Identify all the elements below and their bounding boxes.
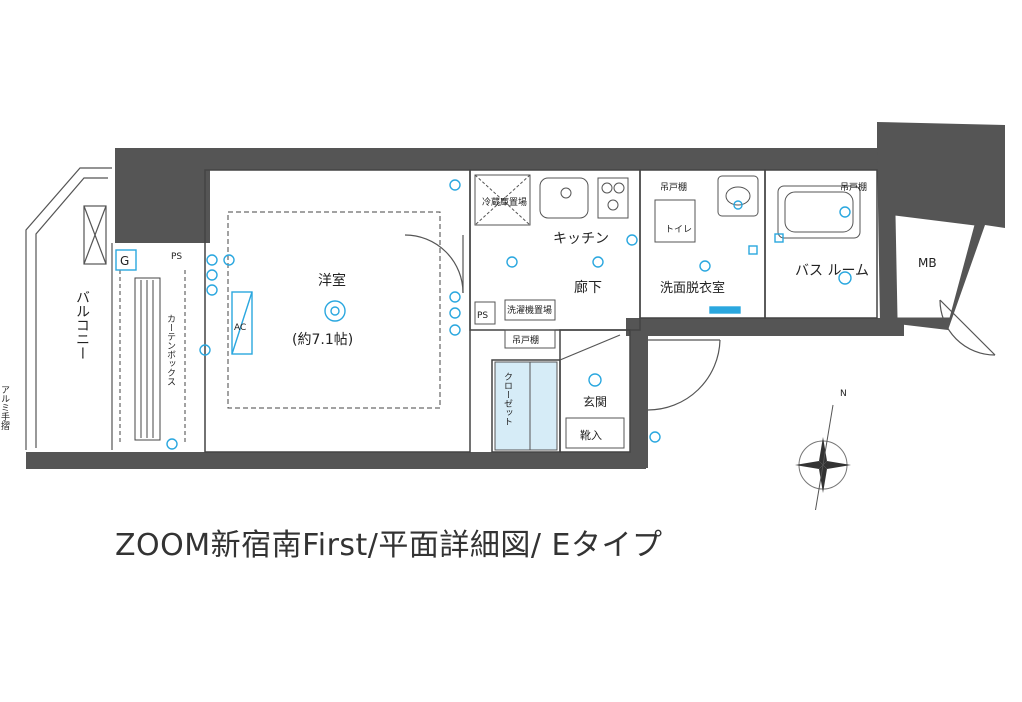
plan-caption: ZOOM新宿南First/平面詳細図/ Eタイプ [115,528,663,563]
label-hanging-1: 吊戸棚 [512,334,539,346]
label-fridge: 冷蔵庫置場 [482,196,527,208]
label-kitchen: キッチン [553,231,609,247]
electrical-fixtures [166,179,852,450]
balcony-area [25,167,113,450]
label-closet: クローゼット [502,372,513,426]
window-frame [119,270,186,445]
label-hanging-2: 吊戸棚 [660,181,687,193]
doors [404,234,996,411]
label-western-size: (約7.1帖) [292,332,353,348]
label-curtain-box: カーテンボックス [165,314,176,386]
label-alu: アルミ手摺 [0,385,10,431]
closet-fill [494,361,531,451]
bath-fixtures [654,175,861,243]
label-entrance: 玄関 [583,394,607,409]
label-ps-1: PS [171,252,182,262]
label-hanging-3: 吊戸棚 [840,181,867,193]
label-ps-2: PS [477,311,488,321]
label-mb: MB [918,256,937,270]
mb-space [894,214,976,319]
label-balcony: バルコニー [74,290,90,360]
label-ac: AC [234,323,246,333]
label-north: N [840,389,847,399]
closet-fill-2 [529,361,558,451]
fixture-boxes [115,233,784,355]
label-corridor: 廊下 [574,279,602,296]
label-toilet: トイレ [665,225,692,235]
label-shoes: 靴入 [580,428,602,442]
kitchen-fixtures [474,174,629,349]
ceiling-dashed-line [227,211,441,409]
label-western: 洋室 [318,272,346,289]
label-bath: バス ルーム [795,263,869,279]
floor-plan: 洋室 (約7.1帖) バルコニー カーテンボックス キッチン 廊下 洗面脱衣室 … [0,122,1005,510]
label-g: G [120,254,129,268]
shoe-box [565,417,625,449]
label-washer: 洗濯機置場 [507,304,552,316]
compass [795,404,851,510]
label-washroom: 洗面脱衣室 [660,280,725,296]
